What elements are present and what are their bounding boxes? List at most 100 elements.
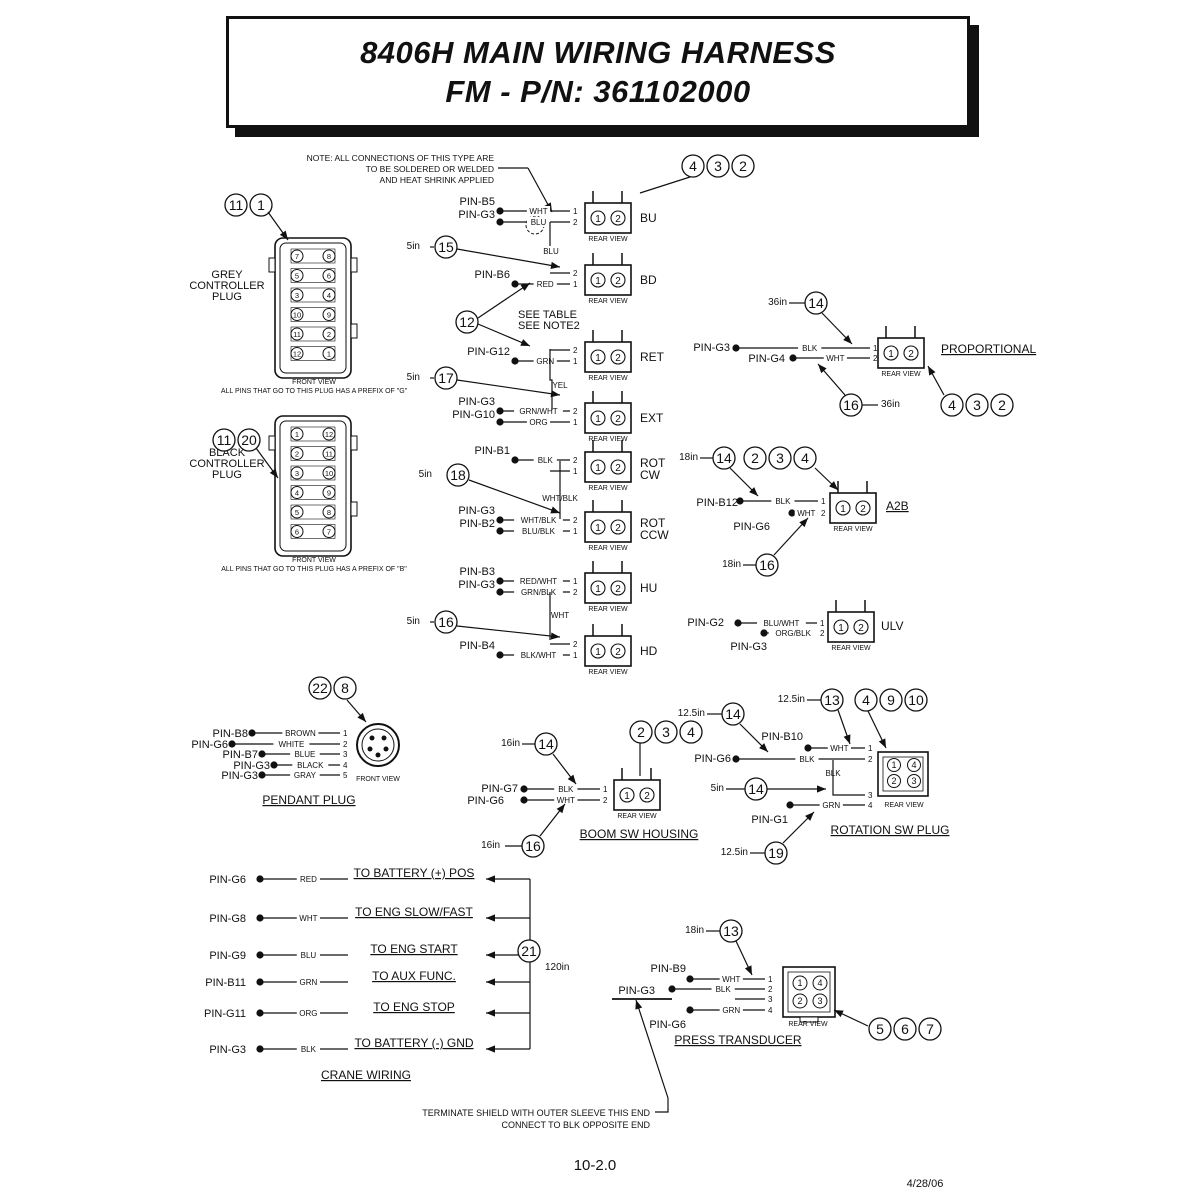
front-view-label: FRONT VIEW [292,379,336,386]
plug-label-line: GREY [211,269,243,281]
pin-number: 9 [327,311,331,320]
length-label: 12.5in [778,694,805,705]
plug-label-line: PLUG [212,469,242,481]
position-number: 1 [821,497,826,506]
position-number: 2 [573,640,578,649]
shield-note: TERMINATE SHIELD WITH OUTER SLEEVE THIS … [422,999,669,1130]
length-label: 5in [407,241,420,252]
pin-number: 1 [595,353,601,364]
wire-color-label: WHT/BLK [521,516,557,525]
valve-name: HU [640,581,657,595]
callout-number: 2 [998,397,1006,413]
wire-color-label: BLU/BLK [522,527,556,536]
position-number: 1 [343,729,348,738]
callout-number: 4 [801,450,809,466]
arrowhead [843,734,851,744]
callout-bubble: 4 [681,154,705,178]
callout-bubble: 1 [249,193,273,217]
destination-label: TO AUX FUNC. [372,969,456,983]
callout-number: 14 [538,736,554,752]
length-label: 120in [545,962,569,973]
wire: GRN [256,977,348,987]
pin-label: PIN-G1 [751,814,788,826]
plug-label-line: CONTROLLER [189,458,264,470]
jumper-color-label: YEL [552,381,568,390]
position-number: 2 [573,516,578,525]
arrowhead [799,518,808,528]
pin-label: PIN-G3 [458,579,495,591]
rear-view-label: REAR VIEW [588,236,628,243]
callout-number: 4 [689,158,697,174]
wire-color-label: GRN [822,801,840,810]
pin-label: PIN-G12 [467,346,510,358]
pin-label: PIN-B3 [460,566,495,578]
arrowhead [269,468,278,478]
callout-number: 14 [808,295,824,311]
callout-bubble: 3 [965,393,989,417]
valve-name: CCW [640,528,669,542]
callout-number: 4 [948,397,956,413]
position-number: 1 [868,744,873,753]
valve-name: EXT [640,411,664,425]
pin-number: 1 [595,214,601,225]
callout-bubble: 7 [918,1017,942,1041]
arrowhead [357,712,366,722]
pin-number: 1 [595,647,601,658]
wire: BLU [256,950,348,960]
connector-name: A2B [886,499,909,513]
wire-color-label: BLU/WHT [763,619,799,628]
pin-number: 2 [644,791,650,802]
arrowhead [486,1009,495,1017]
pin-number: 1 [840,504,846,515]
pin-number: 2 [615,353,621,364]
callout-number: 3 [662,724,670,740]
callout-number: 14 [716,450,732,466]
pin-number: 1 [595,584,601,595]
wire: WHT/BLK 2 [496,515,578,525]
wire-color-label: GRN [722,1006,740,1015]
jumper-color-label: WHT/BLK [542,494,578,503]
pin-number: 8 [327,252,331,261]
callout-bubble: 17 [434,366,458,390]
pin-number: 2 [615,463,621,474]
pin-number: 1 [595,276,601,287]
callout-bubble: 2 [990,393,1014,417]
position-number: 1 [573,467,578,476]
pin-number: 3 [911,776,916,786]
arrowhead [520,339,530,346]
position-number: 3 [868,791,873,800]
arrowhead [635,1000,643,1010]
callout-bubble: 13 [719,919,743,943]
pin-number: 7 [327,528,331,537]
position-number: 2 [868,755,873,764]
plug-label-line: CONTROLLER [189,280,264,292]
pin-label: PIN-G3 [618,985,655,997]
rear-view-label: REAR VIEW [788,1021,828,1028]
rear-view-label: REAR VIEW [833,526,873,533]
wire-color-label: WHITE [279,740,305,749]
callout-number: 2 [739,158,747,174]
pin-label: PIN-B2 [460,518,495,530]
pin-number: 2 [615,584,621,595]
position-number: 1 [873,344,878,353]
